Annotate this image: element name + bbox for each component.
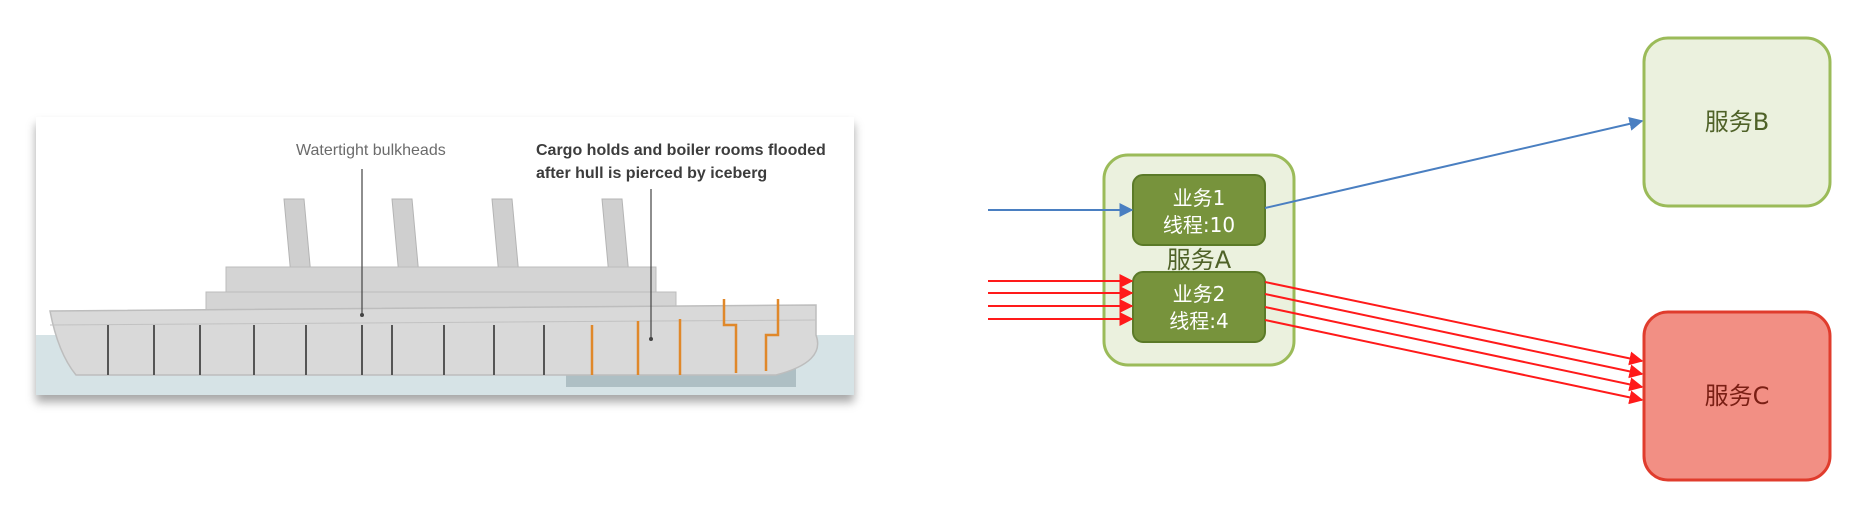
service-b-label: 服务B	[1705, 108, 1769, 136]
arrow-task1-to-service-b	[1264, 117, 1644, 209]
flooded-label: Cargo holds and boiler rooms flooded aft…	[536, 139, 826, 185]
task1-threads: 线程:10	[1163, 213, 1235, 237]
ship-illustration	[36, 169, 854, 395]
service-c-label: 服务C	[1705, 382, 1770, 410]
bulkheads-label: Watertight bulkheads	[296, 142, 446, 159]
flooded-label-line2: after hull is pierced by iceberg	[536, 165, 768, 182]
task2-threads: 线程:4	[1169, 309, 1228, 333]
service-c-box	[1642, 310, 1832, 482]
bulkhead-lines	[107, 325, 545, 375]
arrow-task2-to-service-c-1	[1264, 281, 1644, 366]
ship-hull	[49, 304, 819, 376]
ship-superstructure	[205, 266, 677, 313]
arrow-task2-to-service-c-4	[1264, 319, 1644, 405]
flooded-label-line1: Cargo holds and boiler rooms flooded	[536, 142, 826, 159]
arrow-task2-to-service-c-3	[1264, 306, 1644, 392]
task1-name: 业务1	[1173, 186, 1226, 210]
arrow-task2-to-service-c-2	[1264, 293, 1644, 379]
flooded-bulkheads	[590, 299, 780, 375]
ship-bulkhead-figure: Watertight bulkheads Cargo holds and boi…	[36, 117, 854, 395]
incoming-arrows-task2	[988, 274, 1134, 326]
outgoing-arrows-task2	[1264, 281, 1644, 405]
task2-name: 业务2	[1173, 282, 1226, 306]
service-a-label: 服务A	[1167, 246, 1232, 274]
service-b-box	[1642, 36, 1832, 208]
